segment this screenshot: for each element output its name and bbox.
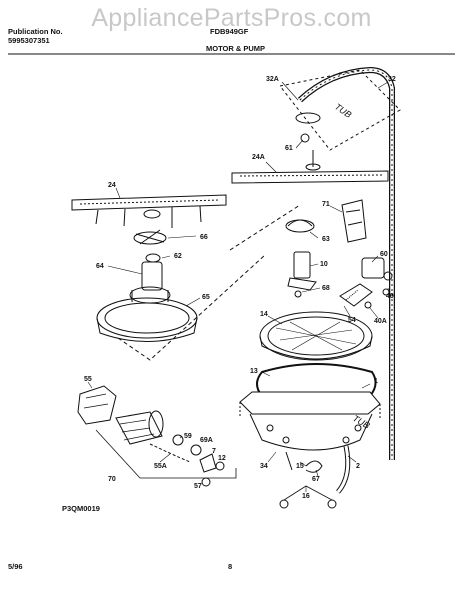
callout-64: 64	[96, 263, 104, 270]
callout-40A: 40A	[374, 318, 387, 325]
pump-housing	[129, 261, 171, 304]
callout-67: 67	[312, 476, 320, 483]
upper-feed-tube	[279, 66, 401, 460]
part-57	[201, 477, 211, 487]
part-69A	[190, 444, 202, 456]
tub-top-outline	[279, 69, 401, 151]
lower-spray-arm	[71, 194, 227, 228]
footer-page: 8	[228, 562, 233, 571]
callout-2: 2	[356, 463, 360, 470]
bracket-71	[341, 199, 367, 243]
callout-62: 62	[174, 253, 182, 260]
callout-57: 57	[194, 483, 202, 490]
section-title: MOTOR & PUMP	[206, 44, 266, 53]
callout-55: 55	[84, 376, 92, 383]
callout-12: 12	[218, 455, 226, 462]
callout-24: 24	[108, 182, 116, 189]
callout-1: 1	[374, 378, 378, 385]
callout-60: 60	[380, 251, 388, 258]
callout-68: 68	[322, 285, 330, 292]
guide-line-1	[117, 254, 266, 361]
sump-screen	[259, 311, 373, 361]
guide-line-2	[229, 204, 301, 251]
callout-65: 65	[202, 294, 210, 301]
callout-34: 34	[260, 463, 268, 470]
motor-55	[77, 385, 117, 425]
spray-disc-63	[285, 219, 315, 233]
watermark: AppliancePartsPros.com	[91, 4, 372, 32]
publication-number: 5995307351	[8, 36, 50, 45]
part-40A	[364, 301, 372, 309]
callout-59: 59	[184, 433, 192, 440]
callout-63: 63	[322, 236, 330, 243]
part-7	[199, 453, 217, 473]
callout-32A: 32A	[266, 76, 279, 83]
callout-54: 54	[348, 317, 356, 324]
callout-13: 13	[250, 368, 258, 375]
callout-55A: 55A	[154, 463, 167, 470]
pump-body-10	[287, 251, 317, 298]
callout-16: 16	[302, 493, 310, 500]
callout-24A: 24A	[252, 154, 265, 161]
sump-housing	[239, 391, 381, 451]
clamp-67	[305, 460, 323, 473]
footer-date: 5/96	[8, 562, 23, 571]
callout-15: 15	[296, 463, 304, 470]
clip-61	[300, 133, 310, 143]
callout-32: 32	[388, 76, 396, 83]
tube-nozzle	[295, 112, 321, 124]
model-number: FDB949GF	[210, 27, 249, 36]
drain-solenoid	[339, 257, 393, 309]
callout-69A: 69A	[200, 437, 213, 444]
publication-label: Publication No.	[8, 27, 63, 36]
callout-7: 7	[212, 448, 216, 455]
diagram-code: P3QM0019	[62, 504, 100, 513]
part-59	[172, 434, 184, 446]
callout-10: 10	[320, 261, 328, 268]
motor-assembly	[95, 410, 237, 487]
drain-hose	[285, 445, 351, 494]
upper-spray-arm	[231, 133, 389, 184]
callout-70: 70	[108, 476, 116, 483]
callout-71: 71	[322, 201, 330, 208]
leader-lines	[87, 81, 391, 492]
callout-61: 61	[285, 145, 293, 152]
tub-label-upper: TUB	[333, 101, 353, 120]
part-12	[215, 461, 225, 471]
leader-70	[95, 429, 237, 479]
callout-66: 66	[200, 234, 208, 241]
filter-screen	[96, 297, 198, 342]
callout-40: 40	[386, 293, 394, 300]
callout-14: 14	[260, 311, 268, 318]
wash-impeller	[133, 229, 167, 263]
